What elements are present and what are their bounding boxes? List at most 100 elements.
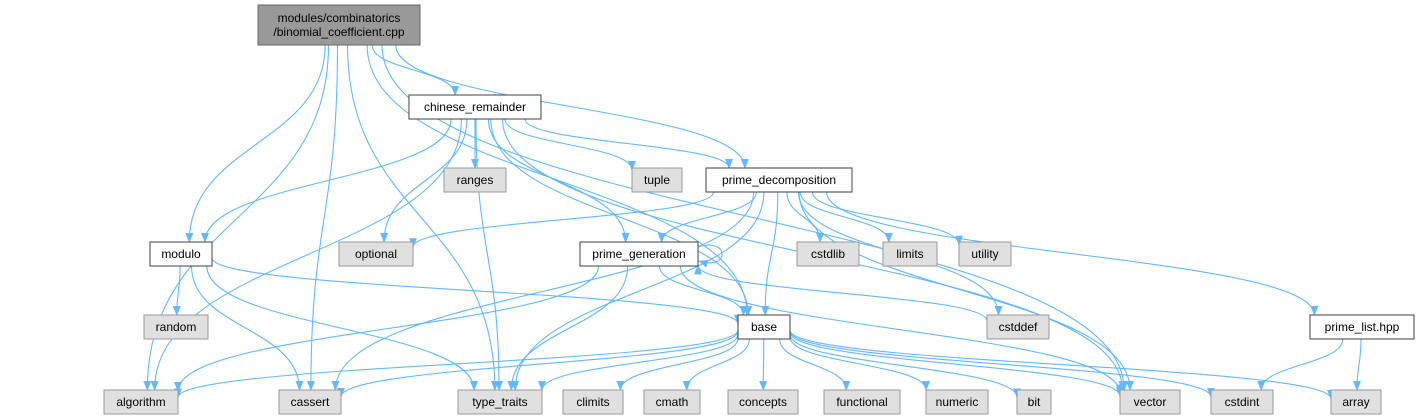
node-label-limits: limits [896,247,923,261]
node-label-functional: functional [836,395,887,409]
edge-root-to-chinese_remainder [371,44,460,96]
edge-prime_decomposition-to-vector [798,191,1134,391]
node-label-climits: climits [576,395,609,409]
node-functional[interactable]: functional [823,389,901,415]
edge-chinese_remainder-to-prime_generation [487,118,630,243]
edge-prime_decomposition-to-utility [811,191,963,246]
edge-base-to-cstdint [789,330,1215,399]
node-box-modulo [149,241,213,267]
node-vector[interactable]: vector [1119,389,1181,415]
node-box-cstdint [1210,389,1274,415]
node-prime_generation[interactable]: prime_generation [579,241,699,267]
node-label-cstddef: cstddef [999,320,1038,334]
node-box-concepts [727,389,799,415]
edge-chinese_remainder-to-type_traits [475,118,503,391]
node-cstdint[interactable]: cstdint [1210,389,1274,415]
node-label-cstdint: cstdint [1225,395,1260,409]
edge-base-to-functional [779,338,851,391]
node-label-cassert: cassert [291,395,330,409]
node-random[interactable]: random [143,314,209,340]
edge-base-to-vector [789,331,1124,398]
node-box-cstdlib [796,241,860,267]
node-label-cmath: cmath [656,395,689,409]
node-label-chinese_remainder: chinese_remainder [424,100,526,114]
node-chinese_remainder[interactable]: chinese_remainder [408,94,542,120]
node-algorithm[interactable]: algorithm [103,389,179,415]
node-box-array [1330,389,1382,415]
node-box-type_traits [457,389,543,415]
node-label-modulo: modulo [161,247,201,261]
node-root[interactable]: modules/combinatorics/binomial_coefficie… [257,4,421,46]
edge-root-to-prime_decomposition [395,44,749,169]
node-limits[interactable]: limits [882,241,938,267]
node-box-prime_generation [579,241,699,267]
node-type_traits[interactable]: type_traits [457,389,543,415]
edge-base-to-algorithm [174,329,739,399]
node-box-optional [338,241,414,267]
edge-root-to-modulo [185,44,326,243]
edge-base-to-cmath [682,338,750,391]
edge-prime_list-to-array [1353,338,1362,391]
node-tuple[interactable]: tuple [631,167,683,193]
node-modulo[interactable]: modulo [149,241,213,267]
edge-base-to-climits [616,338,739,391]
edge-chinese_remainder-to-tuple [504,118,636,171]
edge-root-to-cassert [306,44,339,391]
edge-modulo-to-type_traits [206,265,479,391]
node-box-random [143,314,209,340]
node-label-algorithm: algorithm [116,395,165,409]
node-label-optional: optional [355,247,397,261]
node-cstdlib[interactable]: cstdlib [796,241,860,267]
node-box-chinese_remainder [408,94,542,120]
node-label-array: array [1342,395,1369,409]
node-box-utility [958,241,1012,267]
edge-base-to-concepts [759,338,768,391]
node-label-vector: vector [1134,395,1167,409]
node-box-climits [562,389,624,415]
node-prime_decomposition[interactable]: prime_decomposition [705,167,853,193]
edges-layer [143,44,1362,400]
edge-prime_decomposition-to-base [761,191,779,316]
node-cstddef[interactable]: cstddef [986,314,1050,340]
edge-prime_generation-to-prime_generation [697,244,723,268]
node-label-concepts: concepts [739,395,787,409]
node-label-random: random [156,320,197,334]
node-utility[interactable]: utility [958,241,1012,267]
edge-prime_decomposition-to-prime_list [826,191,1319,316]
node-numeric[interactable]: numeric [925,389,989,415]
node-box-prime_decomposition [705,167,853,193]
edge-cstddef-to-prime_generation [694,264,988,322]
edge-base-to-cassert [337,331,739,398]
node-bit[interactable]: bit [1016,389,1052,415]
edge-chinese_remainder-to-base [490,118,753,316]
node-box-algorithm [103,389,179,415]
edge-chinese_remainder-to-modulo [201,118,452,243]
edge-chinese_remainder-to-optional [380,118,468,243]
node-ranges[interactable]: ranges [443,167,507,193]
node-base[interactable]: base [737,314,791,340]
node-label-prime_decomposition: prime_decomposition [722,173,836,187]
edge-base-to-array [789,330,1335,400]
edge-prime_decomposition-to-limits [799,191,893,243]
node-box-functional [823,389,901,415]
node-cmath[interactable]: cmath [643,389,701,415]
node-box-prime_list [1309,314,1415,340]
edge-prime_generation-to-type_traits [507,265,629,391]
node-concepts[interactable]: concepts [727,389,799,415]
node-label-tuple: tuple [644,173,670,187]
node-label-base: base [751,320,777,334]
edge-base-to-bit [789,334,1021,399]
node-prime_list[interactable]: prime_list.hpp [1309,314,1415,340]
node-label-cstdlib: cstdlib [811,247,845,261]
edge-prime_decomposition-to-cassert [331,191,755,391]
node-cassert[interactable]: cassert [278,389,342,415]
edge-prime_list-to-cstdint [1257,338,1344,391]
node-box-root [257,4,421,46]
node-label-root-line-2: /binomial_coefficient.cpp [273,25,405,39]
node-box-base [737,314,791,340]
node-array[interactable]: array [1330,389,1382,415]
node-optional[interactable]: optional [338,241,414,267]
edge-prime_generation-to-base [658,265,748,316]
node-climits[interactable]: climits [562,389,624,415]
